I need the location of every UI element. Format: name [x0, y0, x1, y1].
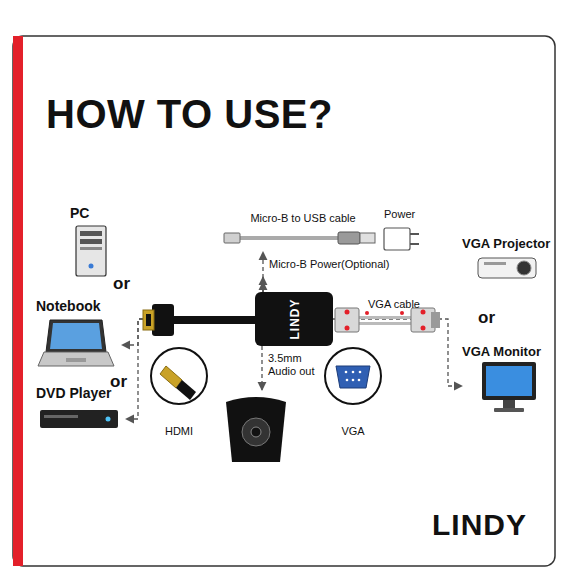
device-node: VGA Projector	[462, 236, 558, 282]
hdmi-cable	[143, 304, 258, 336]
or-label: or	[113, 274, 130, 294]
device-node: HDMI	[148, 345, 210, 437]
node-label: VGA	[341, 425, 364, 437]
cable-label: VGA cable	[368, 298, 420, 310]
page-title: HOW TO USE?	[46, 92, 333, 137]
device-node: Notebook	[36, 298, 122, 370]
or-label: or	[110, 372, 127, 392]
vga-inset	[325, 348, 381, 404]
device-node: PC	[58, 205, 134, 277]
node-label: PC	[58, 205, 134, 221]
device-node: Micro-B to USB cable	[222, 212, 384, 252]
device-node: VGA Monitor	[462, 344, 558, 416]
pc-icon	[76, 226, 106, 276]
node-label: VGA Monitor	[462, 344, 558, 359]
device-node: DVD Player	[36, 385, 126, 431]
edge-label: Micro-B Power(Optional)	[268, 258, 390, 270]
audio-label: 3.5mm Audio out	[268, 352, 320, 378]
adapter-logo: LINDY	[287, 299, 301, 340]
node-label: VGA Projector	[462, 236, 558, 251]
speaker-icon	[226, 397, 286, 462]
device-node: VGA	[322, 345, 384, 437]
device-node: Power	[381, 208, 426, 252]
node-label: HDMI	[165, 425, 193, 437]
audio-leader	[261, 346, 262, 390]
node-label: Power	[381, 208, 426, 220]
projector-icon	[478, 258, 536, 278]
node-label: Notebook	[36, 298, 122, 314]
node-label: Micro-B to USB cable	[222, 212, 384, 224]
notebook-icon	[38, 320, 114, 366]
hdmi-inset	[151, 348, 207, 404]
or-label: or	[478, 308, 495, 328]
monitor-icon	[482, 362, 536, 412]
vga-cable	[335, 308, 440, 332]
dashed-connector	[262, 282, 263, 292]
micro-usb-cable	[224, 232, 375, 244]
brand-logo: LINDY	[432, 508, 527, 542]
adapter-box: LINDY	[255, 292, 333, 346]
dvd-player-icon	[40, 410, 118, 428]
dashed-connector	[262, 277, 263, 292]
power-adapter-icon	[384, 228, 419, 250]
dashed-connector	[262, 252, 263, 292]
